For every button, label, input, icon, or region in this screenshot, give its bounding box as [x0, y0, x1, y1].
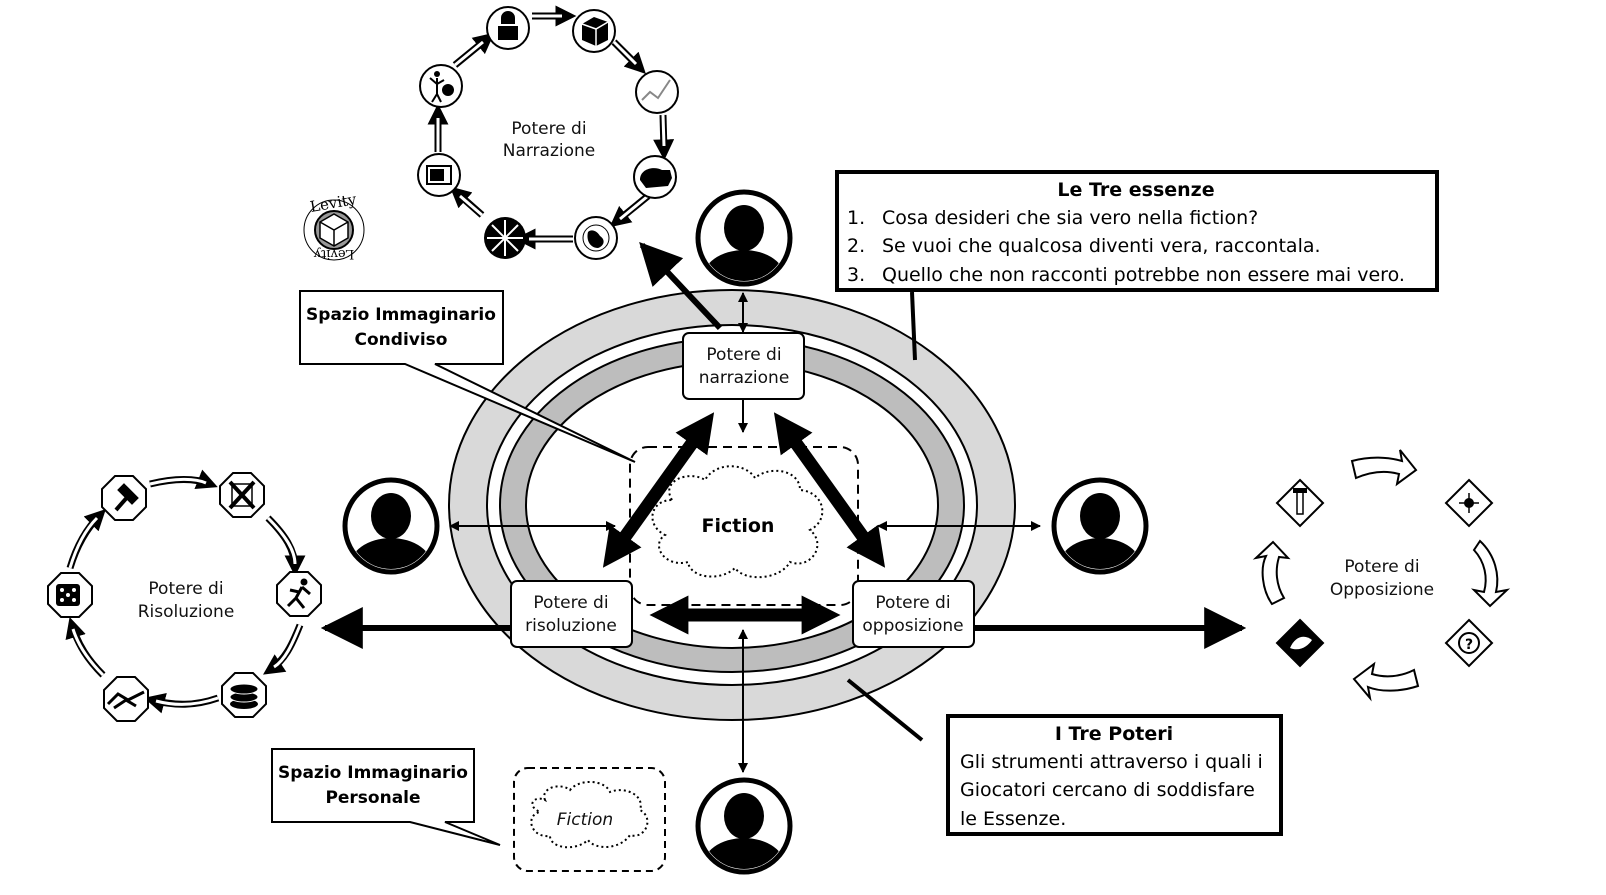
handshake-icon	[103, 676, 149, 722]
three-powers-title: I Tre Poteri	[1055, 723, 1173, 745]
narration-cycle: Potere di Narrazione	[417, 5, 679, 260]
figure-icon	[419, 64, 463, 108]
bust-icon	[486, 6, 530, 50]
coins-icon	[221, 672, 267, 718]
crossed-tools-icon	[219, 472, 265, 518]
power-narration-line1: Potere di	[706, 345, 781, 365]
resolution-cycle-line1: Potere di	[148, 579, 223, 599]
power-opposition-line1: Potere di	[875, 593, 950, 613]
shared-callout-line2: Condiviso	[355, 330, 448, 350]
essence-text-3: Quello che non racconti potrebbe non ess…	[882, 264, 1405, 286]
callout-shared-space: Spazio Immaginario Condiviso	[299, 290, 636, 463]
inner-power-arrows	[602, 412, 886, 635]
power-box-opposition: Potere di opposizione	[852, 580, 975, 648]
power-resolution-line2: risoluzione	[525, 616, 617, 636]
logo-text-bottom: Levity	[313, 246, 354, 261]
fiction-zone: Fiction	[629, 446, 859, 606]
chart-icon	[635, 70, 679, 114]
essence-num-1: 1.	[847, 207, 865, 229]
personal-callout-line2: Personale	[325, 788, 420, 808]
essences-title: Le Tre essenze	[1057, 179, 1214, 201]
essence-text-1: Cosa desideri che sia vero nella fiction…	[882, 207, 1258, 229]
globe-icon	[574, 216, 618, 260]
power-narration-line2: narrazione	[699, 368, 790, 388]
outward-arrows	[320, 241, 1247, 649]
three-powers-line-3: le Essenze.	[960, 808, 1066, 830]
shared-callout-line1: Spazio Immaginario	[306, 305, 496, 325]
personal-callout-line1: Spazio Immaginario	[278, 763, 468, 783]
bear-icon	[633, 155, 677, 199]
callout-personal-space: Spazio Immaginario Personale Fiction	[271, 748, 666, 872]
three-powers-line-2: Giocatori cercano di soddisfare	[960, 779, 1255, 801]
question-icon: ?	[1444, 618, 1494, 668]
dice-icon	[47, 572, 93, 618]
essence-num-3: 3.	[847, 264, 865, 286]
fiction-label: Fiction	[702, 515, 775, 537]
three-powers-panel: I Tre Poteri Gli strumenti attraverso i …	[846, 678, 1283, 836]
narration-cycle-line1: Potere di	[511, 119, 586, 139]
essence-text-2: Se vuoi che qualcosa diventi vera, racco…	[882, 235, 1321, 257]
opposition-cycle-line1: Potere di	[1344, 557, 1419, 577]
player-avatar-bottom	[698, 780, 790, 895]
player-avatar-left	[345, 480, 437, 598]
player-avatar-right	[1054, 480, 1146, 598]
opposition-cycle-line2: Opposizione	[1330, 580, 1434, 600]
power-resolution-line1: Potere di	[533, 593, 608, 613]
opposition-cycle: ? Potere di Opposizione	[1252, 449, 1511, 702]
resolution-cycle-line2: Risoluzione	[138, 602, 235, 622]
sunburst-icon	[484, 217, 526, 259]
power-box-resolution: Potere di risoluzione	[510, 580, 633, 648]
cube-icon	[572, 9, 616, 53]
hand-icon	[1275, 618, 1325, 668]
essences-panel: Le Tre essenze 1. Cosa desideri che sia …	[835, 170, 1439, 361]
screw-icon	[1275, 478, 1325, 528]
svg-text:?: ?	[1465, 637, 1473, 653]
narration-cycle-line2: Narrazione	[503, 141, 596, 161]
runner-icon	[276, 571, 322, 617]
player-connector-arrows	[449, 292, 1041, 773]
three-powers-line-1: Gli strumenti attraverso i quali i	[960, 751, 1263, 773]
power-box-narration: Potere di narrazione	[682, 332, 805, 400]
resolution-cycle: Potere di Risoluzione	[47, 469, 322, 722]
personal-fiction-label: Fiction	[557, 810, 613, 830]
levity-logo: Levity Levity	[303, 190, 365, 261]
power-opposition-line2: opposizione	[862, 616, 963, 636]
star-icon	[1444, 478, 1494, 528]
hammer-icon	[101, 475, 147, 521]
television-icon	[417, 153, 461, 197]
essence-num-2: 2.	[847, 235, 865, 257]
